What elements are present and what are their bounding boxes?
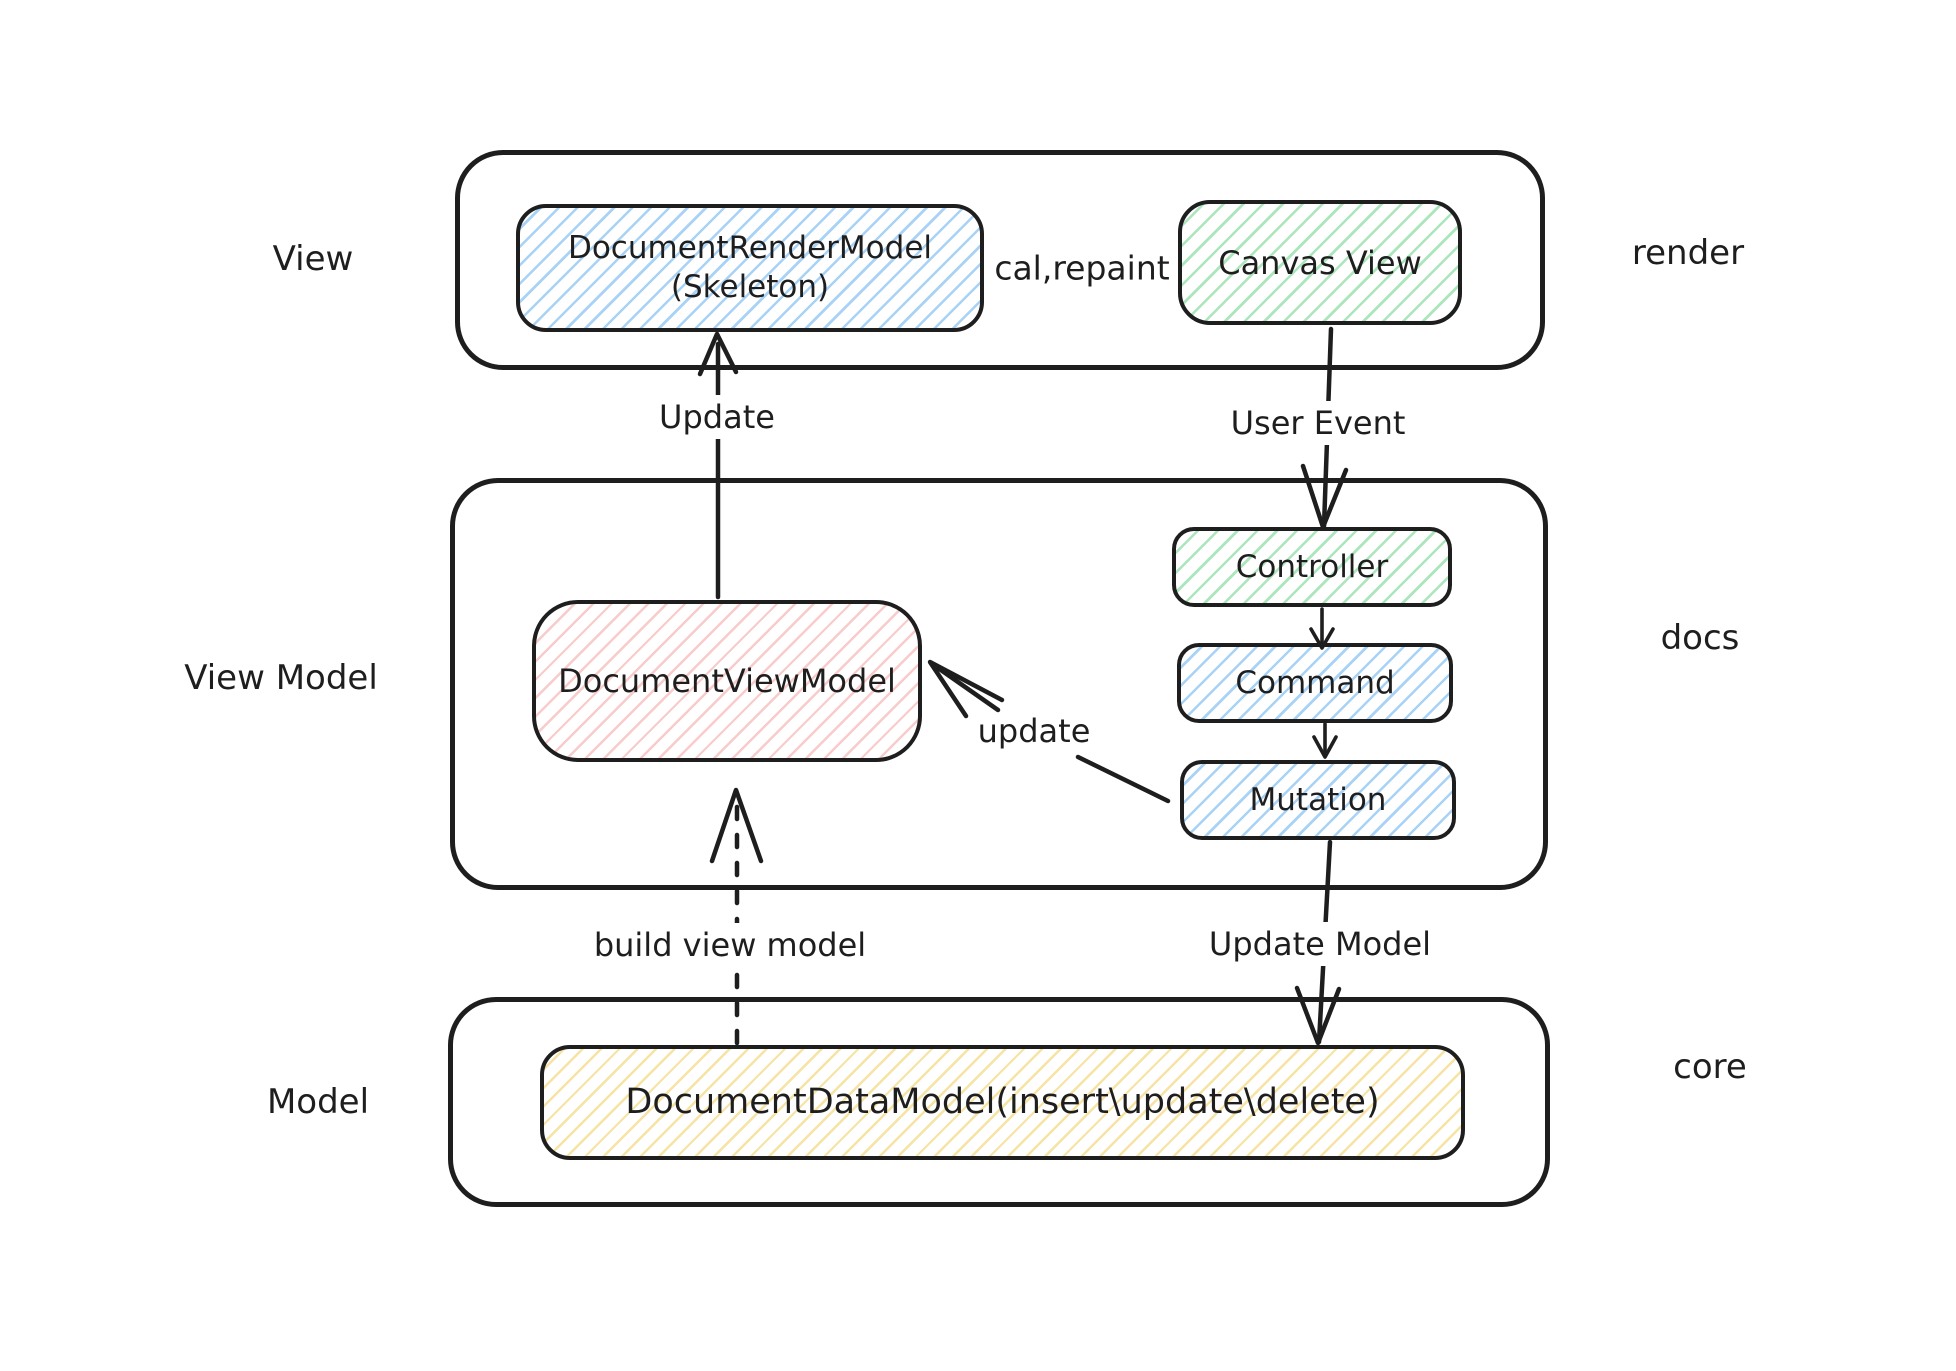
controller-label: Controller	[1235, 548, 1389, 585]
view-layer-label: View	[272, 239, 354, 279]
document-data-model-node: DocumentDataModel(insert\update\delete)	[540, 1045, 1465, 1160]
canvas-view-node: Canvas View	[1178, 200, 1462, 325]
document-view-model-node: DocumentViewModel	[532, 600, 922, 762]
docs-side-label: docs	[1660, 618, 1740, 658]
build-view-model-edge-label: build view model	[583, 923, 877, 967]
document-view-model-label: DocumentViewModel	[558, 662, 896, 700]
view-layer-container	[455, 150, 1545, 370]
controller-node: Controller	[1172, 527, 1452, 607]
document-data-model-label: DocumentDataModel(insert\update\delete)	[625, 1081, 1380, 1122]
command-node: Command	[1177, 643, 1453, 723]
render-side-label: render	[1631, 233, 1745, 273]
core-side-label: core	[1673, 1047, 1747, 1087]
mutation-label: Mutation	[1249, 781, 1387, 818]
update-model-edge-label: Update Model	[1198, 922, 1442, 966]
update-edge-label: Update	[649, 395, 785, 439]
mutation-update-edge-label: update	[977, 712, 1091, 750]
document-render-model-label-line2: (Skeleton)	[670, 269, 830, 305]
view-model-layer-label: View Model	[184, 658, 378, 698]
view-model-layer-container	[450, 478, 1548, 890]
model-layer-label: Model	[266, 1082, 370, 1122]
document-render-model-node: DocumentRenderModel (Skeleton)	[516, 204, 984, 332]
cal-repaint-label: cal,repaint	[994, 248, 1170, 288]
model-layer-container	[448, 997, 1550, 1207]
user-event-edge-label: User Event	[1220, 401, 1416, 445]
canvas-view-label: Canvas View	[1218, 243, 1422, 282]
mutation-node: Mutation	[1180, 760, 1456, 840]
command-label: Command	[1235, 664, 1395, 701]
document-render-model-label-line1: DocumentRenderModel	[567, 230, 933, 267]
